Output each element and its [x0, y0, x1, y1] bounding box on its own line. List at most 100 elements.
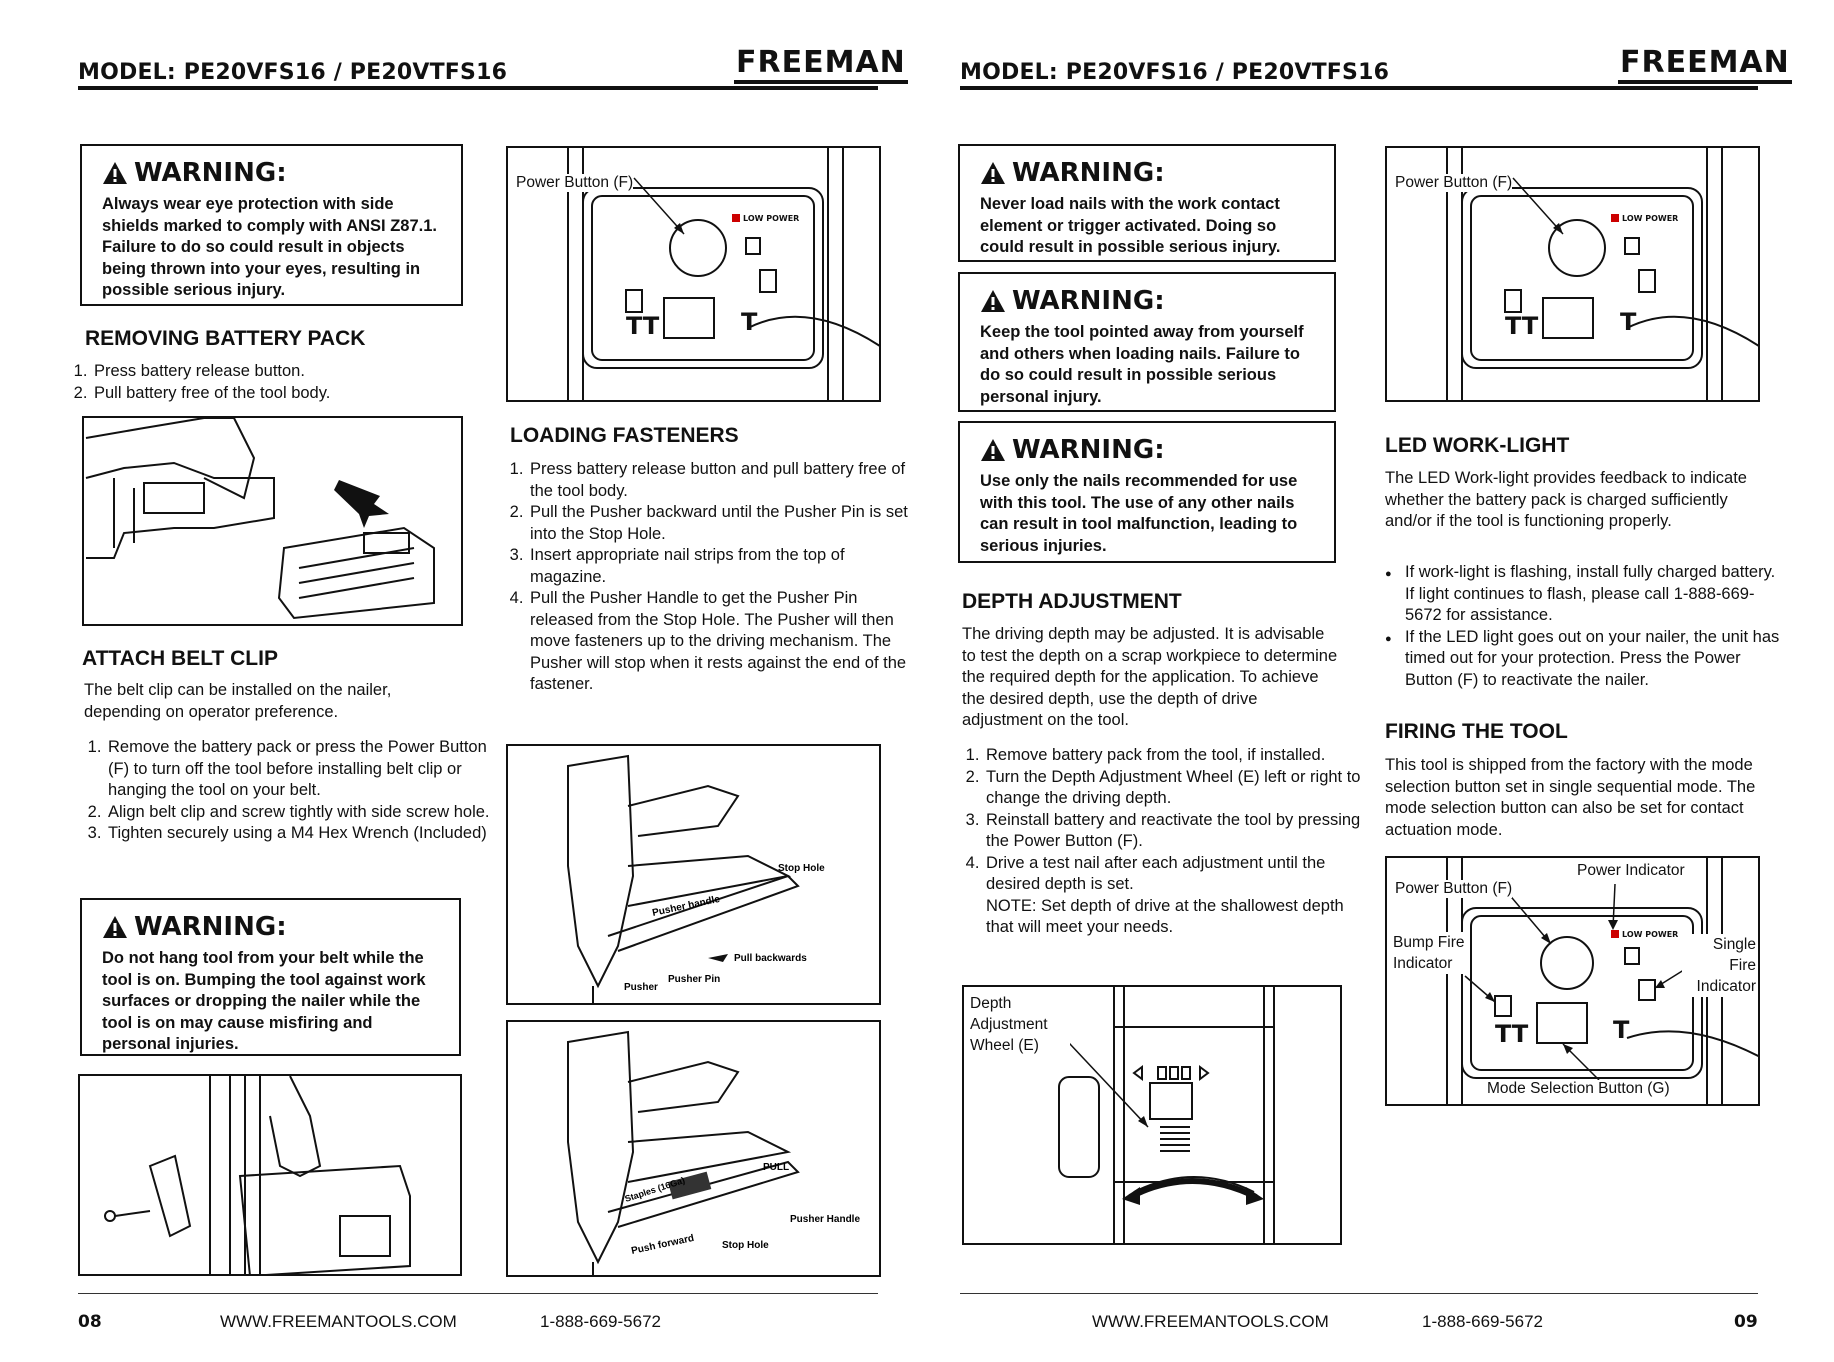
- warning-text: Use only the nails recommended for use w…: [980, 472, 1298, 555]
- svg-text:TT: TT: [626, 312, 660, 340]
- list-item: Pull battery free of the tool body.: [92, 383, 482, 405]
- header-rule-right: [960, 86, 1758, 90]
- heading-removing-battery: REMOVING BATTERY PACK: [85, 327, 366, 350]
- warning-box-belt: WARNING: Do not hang tool from your belt…: [80, 898, 461, 1056]
- model-title-left: MODEL: PE20VFS16 / PE20VTFS16: [78, 60, 508, 85]
- stop-hole-label: Stop Hole: [722, 1240, 769, 1251]
- warning-box-recommended-nails: WARNING: Use only the nails recommended …: [958, 421, 1336, 563]
- warning-text: Keep the tool pointed away from yourself…: [980, 323, 1304, 406]
- footer-rule-right: [960, 1293, 1758, 1294]
- figure-mode-indicators: LOW POWER TT T Power Button (F) Power In…: [1385, 856, 1760, 1106]
- depth-intro: The driving depth may be adjusted. It is…: [962, 625, 1338, 729]
- pusher-handle-label: Pusher handle: [651, 894, 721, 919]
- power-indicator-label: Power Indicator: [1577, 862, 1685, 880]
- warning-text: Never load nails with the work contact e…: [980, 195, 1281, 256]
- power-button-label: Power Button (F): [516, 174, 634, 192]
- firing-intro: This tool is shipped from the factory wi…: [1385, 756, 1756, 839]
- warning-title: WARNING:: [1012, 158, 1165, 188]
- heading-attach-belt-clip: ATTACH BELT CLIP: [82, 647, 278, 670]
- led-bullets: If work-light is flashing, install fully…: [1383, 562, 1785, 691]
- low-power-text: LOW POWER: [743, 214, 799, 223]
- svg-text:T: T: [1620, 308, 1637, 336]
- pusher-handle-label: Pusher Handle: [790, 1214, 860, 1225]
- figure-loading-push: PULL Staples (16Ga) Pusher Handle Push f…: [506, 1020, 881, 1277]
- heading-depth-adjustment: DEPTH ADJUSTMENT: [962, 590, 1182, 613]
- warning-title: WARNING:: [1012, 286, 1165, 316]
- figure-belt-clip: [78, 1074, 462, 1276]
- nailer-pull-illustration: Stop Hole Pusher handle Pull backwards P…: [567, 754, 825, 1003]
- footer-url-left[interactable]: WWW.FREEMANTOOLS.COM: [220, 1312, 457, 1331]
- bump-fire-label: Bump Fire Indicator: [1393, 932, 1467, 974]
- pull-backwards-label: Pull backwards: [734, 953, 807, 964]
- svg-text:T: T: [1613, 1016, 1630, 1044]
- brand-logo-right: FREEMAN: [1618, 46, 1792, 84]
- belt-clip-illustration: [104, 1076, 411, 1274]
- warning-icon: [981, 439, 1005, 461]
- list-item: Pull the Pusher Handle to get the Pusher…: [528, 588, 910, 696]
- footer-phone-left: 1-888-669-5672: [540, 1312, 661, 1331]
- nailer-push-illustration: PULL Staples (16Ga) Pusher Handle Push f…: [567, 1030, 860, 1275]
- figure-depth-wheel: Depth Adjustment Wheel (E): [962, 985, 1342, 1245]
- control-panel-illustration: LOW POWER TT T: [567, 148, 879, 400]
- power-button-label: Power Button (F): [1395, 174, 1513, 192]
- removing-steps: Press battery release button. Pull batte…: [68, 361, 482, 404]
- depth-wheel-illustration: [1053, 987, 1275, 1243]
- depth-wheel-label: Depth Adjustment Wheel (E): [970, 993, 1070, 1056]
- attach-steps: Remove the battery pack or press the Pow…: [82, 737, 492, 845]
- heading-led-work-light: LED WORK-LIGHT: [1385, 434, 1570, 457]
- push-forward-label: Push forward: [630, 1233, 695, 1257]
- figure-power-button-left: LOW POWER TT T Power Button (F): [506, 146, 881, 402]
- footer-rule-left: [78, 1293, 878, 1294]
- warning-title: WARNING:: [1012, 435, 1165, 465]
- heading-loading-fasteners: LOADING FASTENERS: [510, 424, 739, 447]
- warning-icon: [981, 162, 1005, 184]
- footer-url-right[interactable]: WWW.FREEMANTOOLS.COM: [1092, 1312, 1329, 1331]
- warning-icon: [103, 162, 127, 184]
- figure-battery-removal: [82, 416, 463, 626]
- warning-text: Always wear eye protection with side shi…: [102, 195, 437, 299]
- stop-hole-label: Stop Hole: [778, 863, 825, 874]
- low-power-text: LOW POWER: [1622, 930, 1678, 939]
- depth-steps: Remove battery pack from the tool, if in…: [960, 745, 1366, 939]
- warning-box-point-away: WARNING: Keep the tool pointed away from…: [958, 272, 1336, 412]
- pusher-label: Pusher: [624, 982, 658, 993]
- single-fire-label: Single Fire Indicator: [1682, 934, 1756, 997]
- attach-intro: The belt clip can be installed on the na…: [84, 681, 392, 721]
- list-item: Press battery release button.: [92, 361, 482, 383]
- warning-text: Do not hang tool from your belt while th…: [102, 949, 426, 1053]
- battery-removal-illustration: [85, 418, 435, 620]
- led-intro: The LED Work-light provides feedback to …: [1385, 469, 1747, 530]
- list-item: Turn the Depth Adjustment Wheel (E) left…: [984, 767, 1366, 810]
- figure-power-button-right: LOW POWER TT T Power Button (F): [1385, 146, 1760, 402]
- figure-loading-pull: Stop Hole Pusher handle Pull backwards P…: [506, 744, 881, 1005]
- page-number-right: 09: [1734, 1312, 1758, 1332]
- footer-phone-right: 1-888-669-5672: [1422, 1312, 1543, 1331]
- warning-icon: [103, 916, 127, 938]
- svg-text:TT: TT: [1495, 1020, 1529, 1048]
- warning-title: WARNING:: [134, 912, 287, 942]
- list-item: Pull the Pusher backward until the Pushe…: [528, 502, 910, 545]
- list-item: Reinstall battery and reactivate the too…: [984, 810, 1366, 853]
- brand-logo-left: FREEMAN: [734, 46, 908, 84]
- control-panel-illustration: LOW POWER TT T: [1446, 148, 1758, 400]
- warning-box-eye-protection: WARNING: Always wear eye protection with…: [80, 144, 463, 306]
- page-number-left: 08: [78, 1312, 102, 1332]
- list-item: Insert appropriate nail strips from the …: [528, 545, 910, 588]
- list-item: Remove battery pack from the tool, if in…: [984, 745, 1366, 767]
- heading-firing-the-tool: FIRING THE TOOL: [1385, 720, 1568, 743]
- warning-icon: [981, 290, 1005, 312]
- depth-note: NOTE: Set depth of drive at the shallowe…: [986, 896, 1344, 937]
- list-item: If work-light is flashing, install fully…: [1385, 562, 1785, 627]
- list-item: Align belt clip and screw tightly with s…: [106, 802, 492, 824]
- mode-selection-label: Mode Selection Button (G): [1487, 1080, 1670, 1098]
- low-power-text: LOW POWER: [1622, 214, 1678, 223]
- warning-title: WARNING:: [134, 158, 287, 188]
- loading-steps: Press battery release button and pull ba…: [504, 459, 910, 696]
- pusher-pin-label: Pusher Pin: [668, 974, 720, 985]
- power-button-label: Power Button (F): [1395, 880, 1513, 898]
- pull-label: PULL: [763, 1162, 789, 1173]
- header-rule-left: [78, 86, 878, 90]
- svg-text:T: T: [741, 308, 758, 336]
- svg-text:TT: TT: [1505, 312, 1539, 340]
- mode-panel-illustration: LOW POWER TT T: [1446, 858, 1758, 1104]
